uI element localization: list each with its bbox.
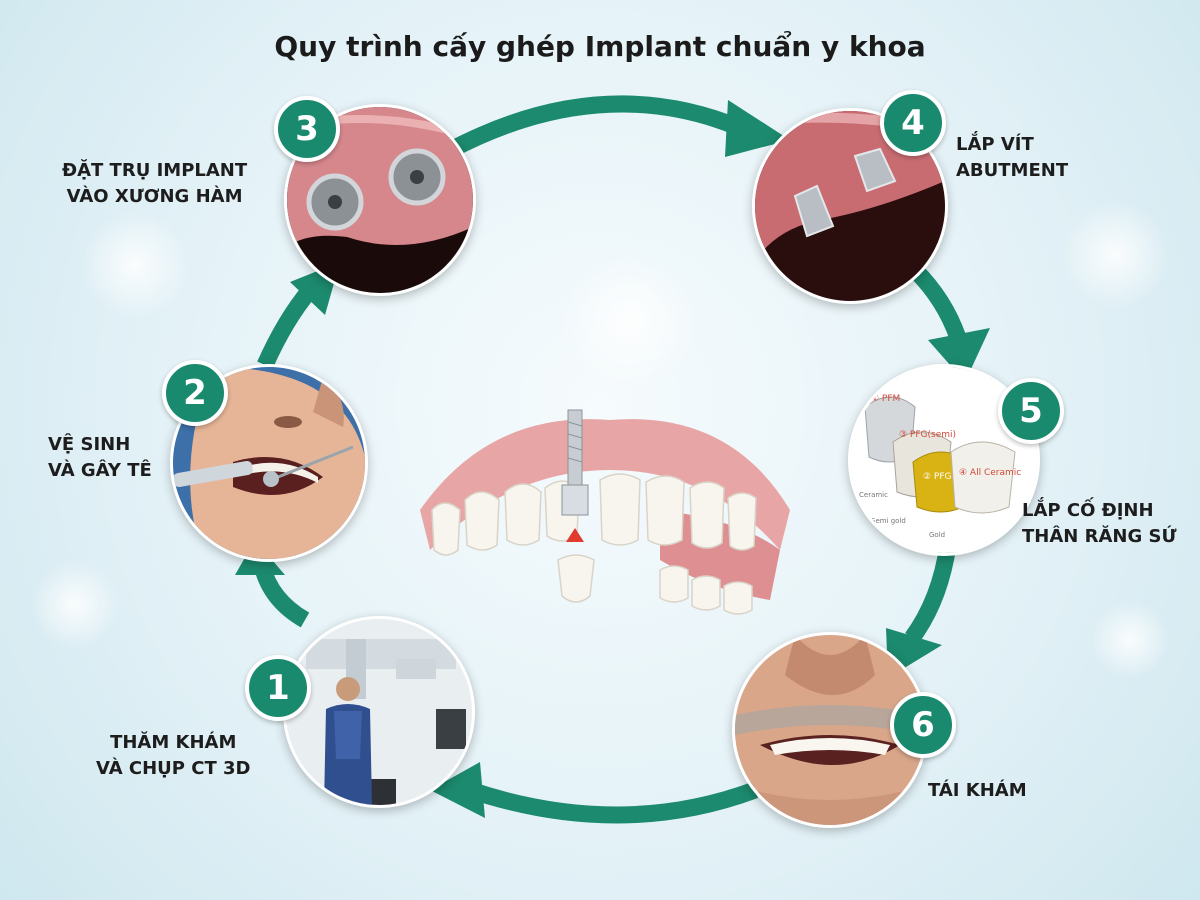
bokeh-bubble xyxy=(560,250,700,390)
replacement-crown xyxy=(557,554,595,603)
tooth xyxy=(504,483,542,546)
step-6-label: TÁI KHÁM xyxy=(928,778,1027,804)
arrow-2-to-3 xyxy=(257,284,317,369)
bokeh-bubble xyxy=(1060,200,1170,310)
tooth xyxy=(689,481,725,549)
step-5-label: LẮP CỐ ĐỊNH THÂN RĂNG SỨ xyxy=(1022,498,1177,550)
bokeh-bubble xyxy=(30,560,120,650)
step-1-label: THĂM KHÁM VÀ CHỤP CT 3D xyxy=(96,730,250,782)
tooth xyxy=(464,491,500,551)
arrow-6-to-1 xyxy=(467,781,758,824)
crown-label-ceramic: Ceramic xyxy=(859,491,888,499)
implant-post xyxy=(561,409,589,516)
arrowhead-5 xyxy=(928,328,990,382)
step-3-label-line1: ĐẶT TRỤ IMPLANT xyxy=(62,160,248,181)
step-5-label-line1: LẮP CỐ ĐỊNH xyxy=(1022,500,1154,521)
center-teeth-illustration xyxy=(420,409,790,615)
step-2-label: VỆ SINH VÀ GÂY TÊ xyxy=(48,432,152,484)
step-4-label-line2: ABUTMENT xyxy=(956,160,1069,181)
bokeh-bubble xyxy=(1090,600,1170,680)
step-3-label: ĐẶT TRỤ IMPLANT VÀO XƯƠNG HÀM xyxy=(62,158,247,210)
tooth xyxy=(599,473,641,546)
step-4-label: LẮP VÍT ABUTMENT xyxy=(956,132,1068,184)
crown-label-pfm: ① PFM xyxy=(871,394,900,404)
arrow-3-to-4 xyxy=(442,95,744,160)
diagram-title: Quy trình cấy ghép Implant chuẩn y khoa xyxy=(274,30,926,63)
step-1-photo xyxy=(283,616,475,808)
step-2-label-line2: VÀ GÂY TÊ xyxy=(48,460,152,481)
step-6-label-line1: TÁI KHÁM xyxy=(928,780,1027,801)
arrow-4-to-5 xyxy=(908,263,967,341)
step-3-badge: 3 xyxy=(274,96,340,162)
step-3-label-line2: VÀO XƯƠNG HÀM xyxy=(66,186,243,207)
step-2-badge: 2 xyxy=(162,360,228,426)
tooth xyxy=(659,565,689,603)
step-5-label-line2: THÂN RĂNG SỨ xyxy=(1022,526,1177,547)
step-6-badge: 6 xyxy=(890,692,956,758)
step-4-badge: 4 xyxy=(880,90,946,156)
crown-label-pfg-semi: ③ PFG(semi) xyxy=(899,430,956,440)
bokeh-bubble xyxy=(80,210,190,320)
step-2-label-line1: VỆ SINH xyxy=(48,434,131,455)
tooth xyxy=(431,502,461,556)
step-1-label-line1: THĂM KHÁM xyxy=(110,732,237,753)
tooth xyxy=(723,581,753,615)
crown-label-semi-gold: Semi gold xyxy=(871,517,906,525)
crown-label-all-ceramic: ④ All Ceramic xyxy=(959,468,1021,478)
tooth xyxy=(727,492,757,551)
step-1-label-line2: VÀ CHỤP CT 3D xyxy=(96,758,251,779)
crown-label-pfg: ② PFG xyxy=(923,472,952,482)
insert-arrow xyxy=(566,528,584,542)
crown-label-gold: Gold xyxy=(929,531,945,539)
step-1-badge: 1 xyxy=(245,655,311,721)
arrow-5-to-6 xyxy=(905,543,957,644)
step-5-badge: 5 xyxy=(998,378,1064,444)
tooth xyxy=(645,475,685,546)
step-4-label-line1: LẮP VÍT xyxy=(956,134,1034,155)
tooth xyxy=(691,575,721,611)
arrowhead-1 xyxy=(430,762,485,818)
